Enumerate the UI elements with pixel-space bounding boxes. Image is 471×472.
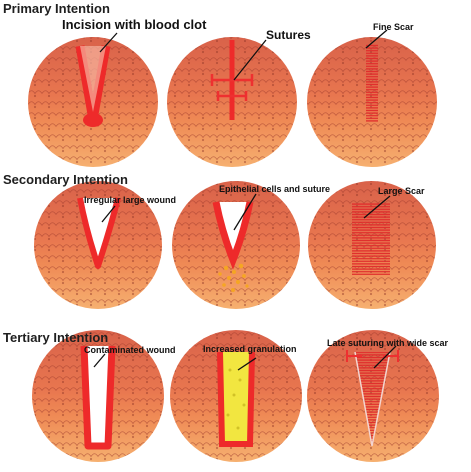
label-large-wound: Irregular large wound: [84, 195, 177, 205]
panel-wide-scar: [307, 330, 439, 462]
panel-fine-scar: [307, 37, 437, 167]
label-large-scar: Large Scar: [378, 186, 425, 196]
leader-lines: [93, 29, 397, 371]
panel-sutures: [167, 37, 297, 167]
section-heading-tertiary: Tertiary Intention: [3, 330, 109, 345]
panel-large-wound: [34, 181, 162, 309]
panel-incision: [28, 37, 158, 167]
label-epithelial: Epithelial cells and suture: [219, 184, 331, 194]
section-heading-primary: Primary Intention: [3, 1, 110, 16]
label-sutures: Sutures: [266, 28, 311, 42]
label-contaminated: Contaminated wound: [84, 345, 176, 355]
panel-epithelial: [172, 181, 300, 309]
panel-contaminated: [32, 330, 164, 462]
label-fine-scar: Fine Scar: [373, 22, 414, 32]
label-granulation: Increased granulation: [203, 344, 297, 354]
panel-large-scar: [308, 181, 436, 309]
panel-granulation: [170, 330, 302, 462]
suture-stitches: [210, 74, 254, 101]
label-wide-scar: Late suturing with wide scar: [327, 338, 449, 348]
epithelial-cells: [218, 263, 249, 292]
section-heading-secondary: Secondary Intention: [3, 172, 128, 187]
label-incision: Incision with blood clot: [62, 17, 207, 32]
